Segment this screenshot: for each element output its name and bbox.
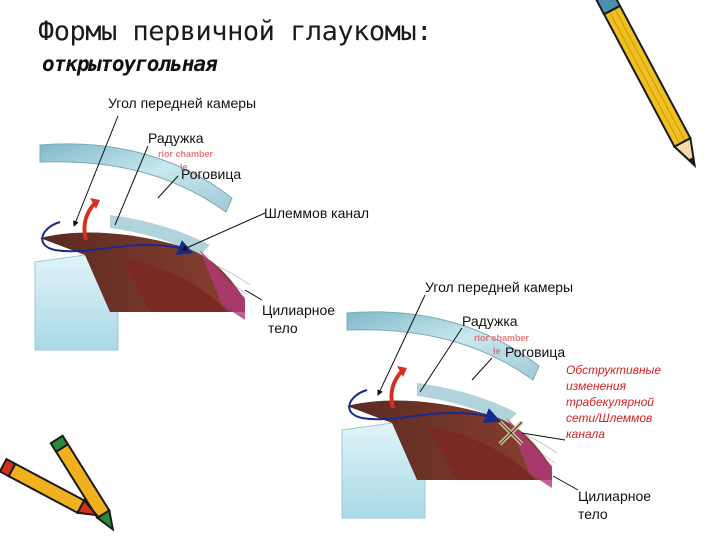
cornea-label-bottom: Роговица: [505, 344, 565, 360]
obstruction-note: Обструктивные изменения трабекулярной се…: [566, 362, 684, 442]
angle-label-bottom: Угол передней камеры: [425, 279, 573, 295]
crayons-icon: [0, 436, 119, 533]
ghost-text-top: rior chamber: [158, 149, 213, 159]
leader-schlemm-top: [182, 213, 265, 250]
iris-label-top: Радужка: [148, 130, 204, 146]
pencil-icon: [592, 0, 703, 170]
leader-angle-bottom: [378, 295, 425, 395]
iris-label-bottom: Радужка: [462, 313, 518, 329]
angle-label-top: Угол передней камеры: [108, 95, 256, 111]
eye-angle-diagram-bottom: [342, 295, 578, 518]
cornea-label-top: Роговица: [181, 166, 241, 182]
schlemm-canal-label: Шлеммов канал: [264, 205, 369, 221]
eye-angle-diagram-top: [35, 116, 265, 350]
ghost-text-bottom-2: le: [493, 346, 501, 356]
ghost-text-bottom: rior chamber: [474, 333, 529, 343]
ciliary-label-top-1: Цилиарное: [262, 302, 335, 318]
ciliary-label-bottom-2: тело: [578, 506, 608, 522]
ciliary-label-bottom-1: Цилиарное: [578, 488, 651, 504]
ciliary-label-top-2: тело: [268, 320, 298, 336]
leader-angle-top: [74, 116, 118, 226]
